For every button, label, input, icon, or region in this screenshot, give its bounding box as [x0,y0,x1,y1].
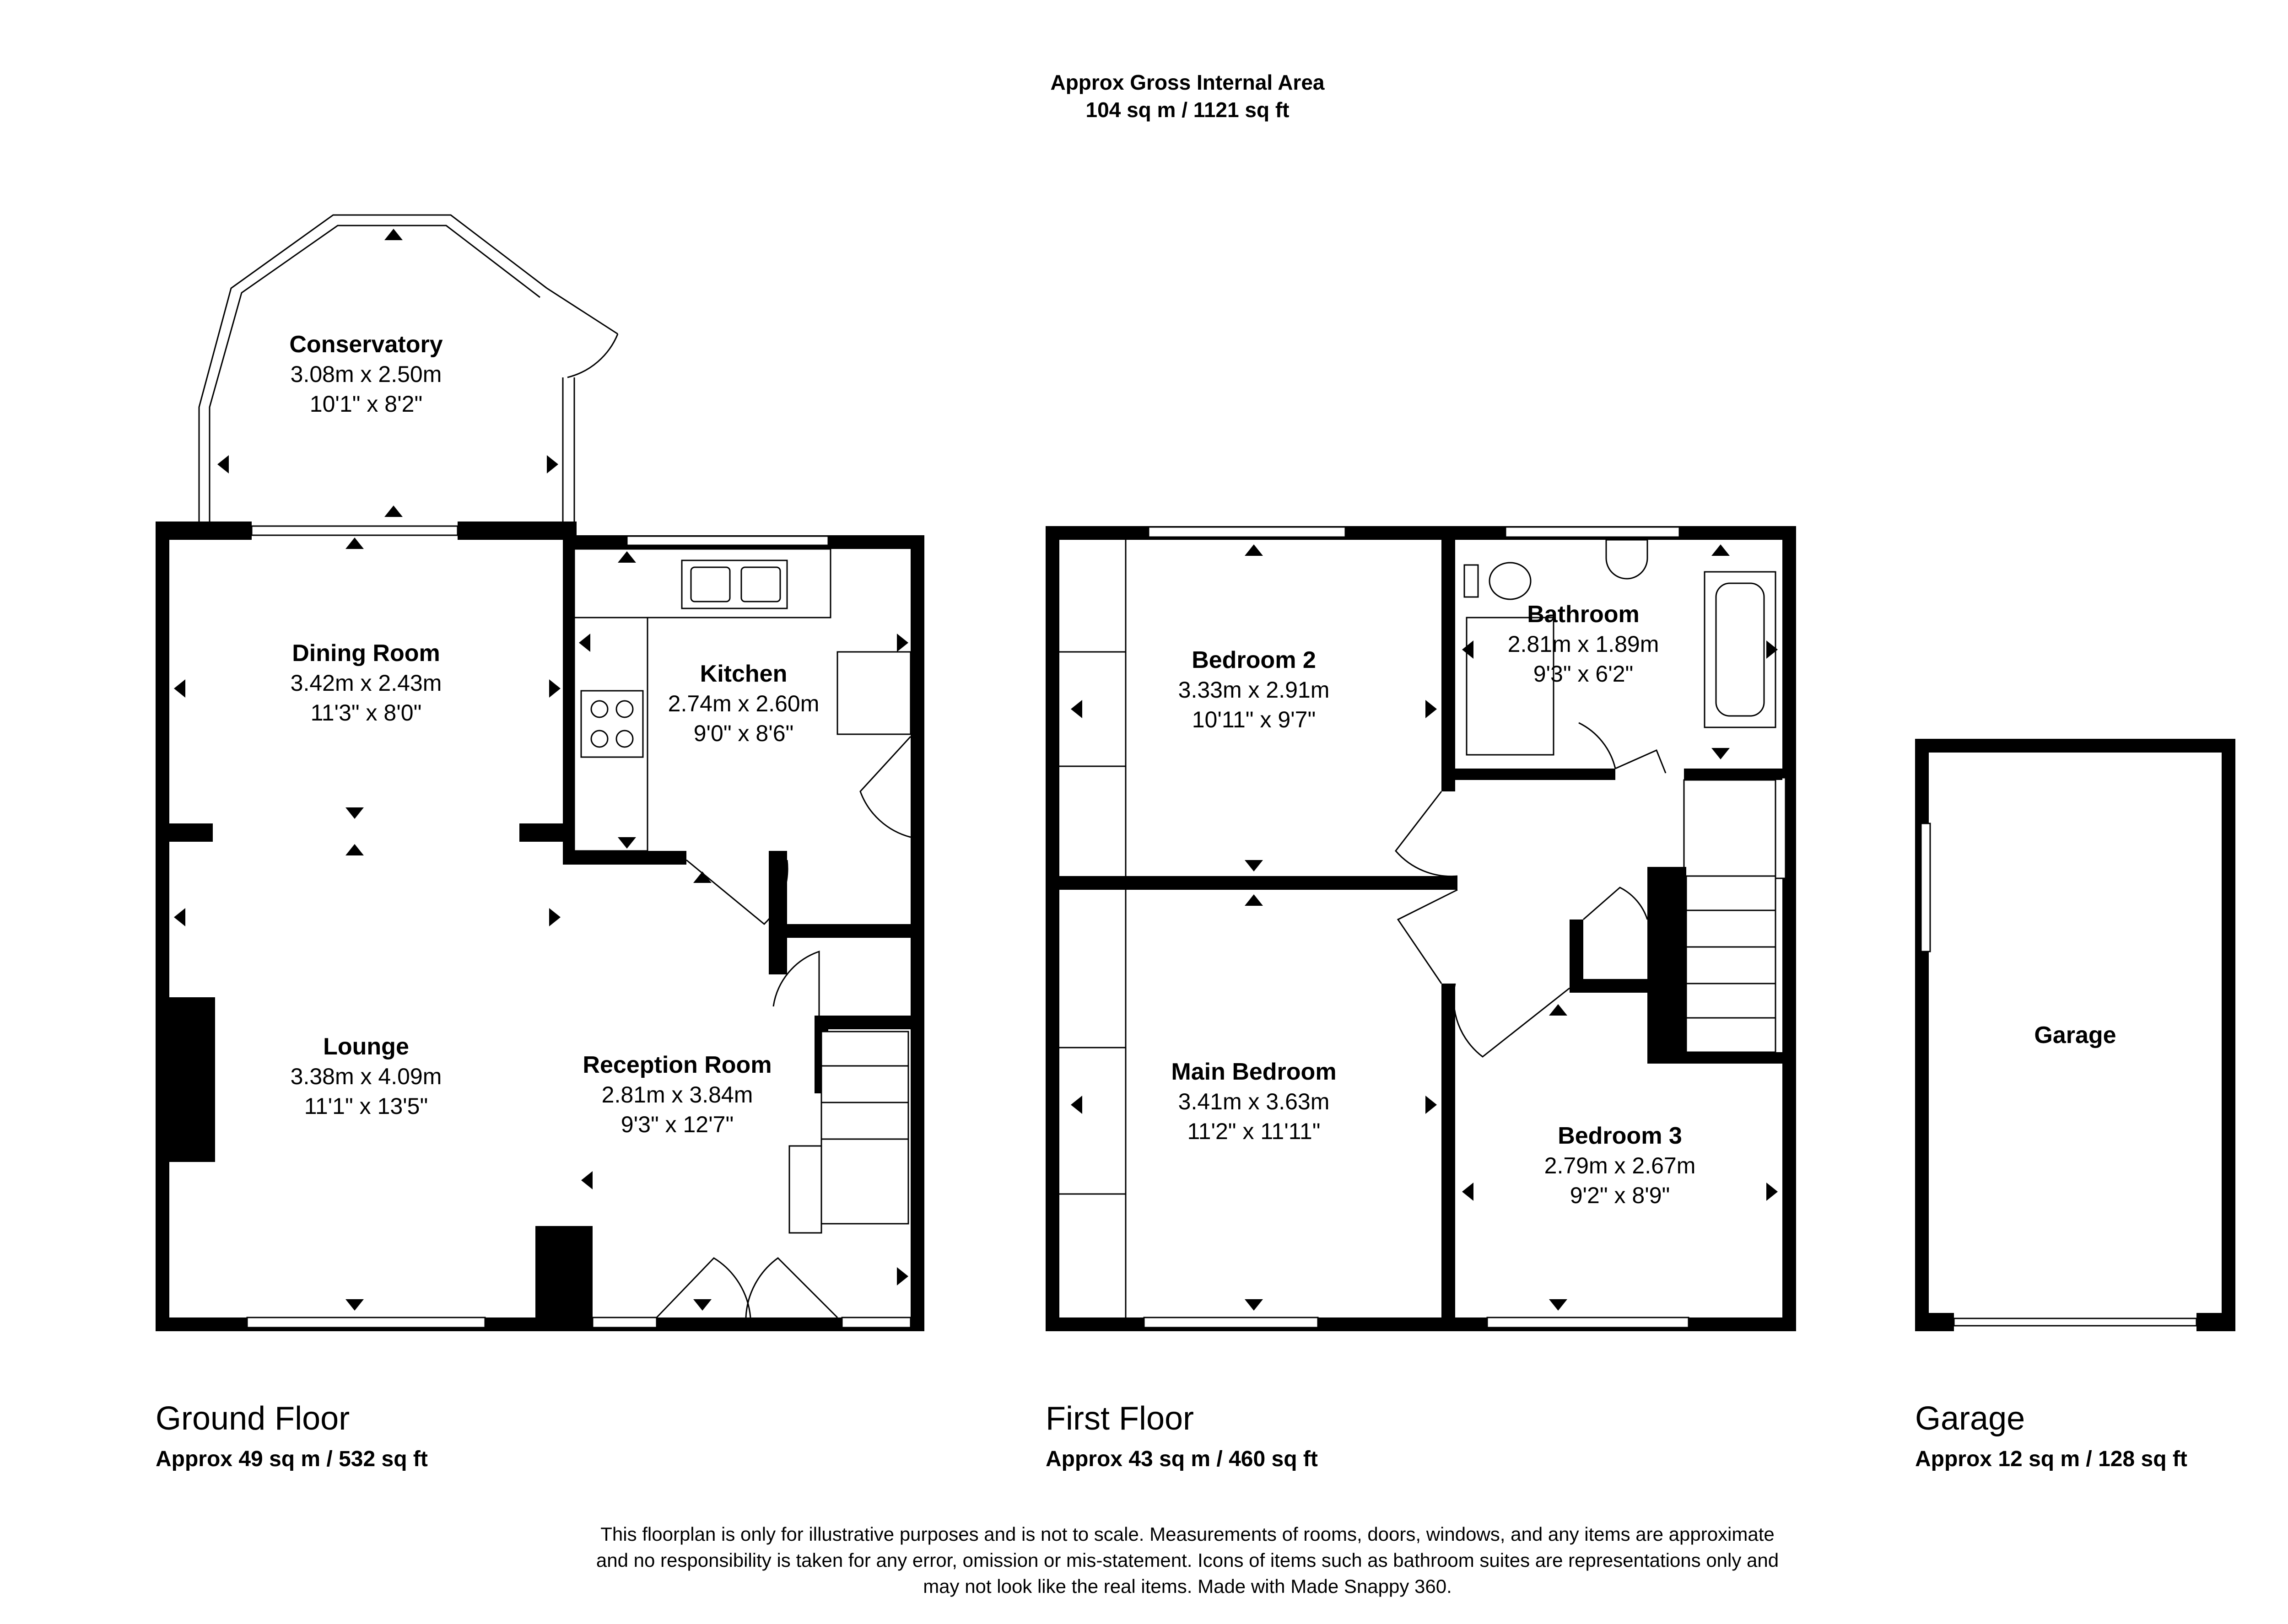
room-dimension-arrows [174,229,1778,1311]
room-imperial: 10'11" x 9'7" [1192,707,1316,732]
ground-floor-plan [156,214,924,1331]
room-metric: 2.81m x 3.84m [602,1082,753,1108]
room-kitchen: Kitchen 2.74m x 2.60m 9'0" x 8'6" [668,661,820,746]
disclaimer-line-2: and no responsibility is taken for any e… [596,1549,1779,1571]
room-name: Lounge [323,1033,409,1060]
room-name: Reception Room [583,1052,772,1078]
room-imperial: 9'0" x 8'6" [694,721,794,746]
gross-area-title: Approx Gross Internal Area [1050,70,1324,94]
room-metric: 2.74m x 2.60m [668,691,820,716]
room-dining: Dining Room 3.42m x 2.43m 11'3" x 8'0" [291,640,442,726]
room-reception: Reception Room 2.81m x 3.84m 9'3" x 12'7… [583,1052,772,1137]
room-metric: 3.38m x 4.09m [291,1064,442,1089]
room-name: Kitchen [700,661,788,687]
room-name: Bedroom 3 [1558,1123,1682,1149]
room-bedroom-3: Bedroom 3 2.79m x 2.67m 9'2" x 8'9" [1544,1123,1696,1208]
ground-west-wall [156,526,169,1331]
first-floor-title: First Floor [1046,1400,1194,1437]
room-imperial: 11'3" x 8'0" [311,700,422,726]
room-name: Conservatory [289,331,442,358]
room-imperial: 11'2" x 11'11" [1187,1119,1321,1144]
room-metric: 2.79m x 2.67m [1544,1153,1696,1178]
ground-floor-area: Approx 49 sq m / 532 sq ft [156,1447,428,1471]
disclaimer-line-3: may not look like the real items. Made w… [923,1576,1452,1597]
disclaimer-line-1: This floorplan is only for illustrative … [600,1523,1775,1545]
conservatory-walls [198,214,619,526]
first-west-wall [1046,526,1059,1331]
garage-area: Approx 12 sq m / 128 sq ft [1915,1447,2187,1471]
gross-area-value: 104 sq m / 1121 sq ft [1086,98,1290,122]
room-lounge: Lounge 3.38m x 4.09m 11'1" x 13'5" [291,1033,442,1119]
room-imperial: 9'2" x 8'9" [1570,1183,1670,1208]
garage-title: Garage [1915,1400,2025,1437]
room-metric: 3.33m x 2.91m [1178,677,1330,703]
ground-floor-title: Ground Floor [156,1400,350,1437]
room-bedroom-2: Bedroom 2 3.33m x 2.91m 10'11" x 9'7" [1178,647,1330,732]
room-metric: 3.41m x 3.63m [1178,1089,1330,1114]
first-floor-area: Approx 43 sq m / 460 sq ft [1046,1447,1318,1471]
room-imperial: 9'3" x 12'7" [621,1112,734,1137]
first-floor-plan [1046,526,1796,1331]
room-main-bedroom: Main Bedroom 3.41m x 3.63m 11'2" x 11'11… [1171,1059,1336,1144]
room-name: Bathroom [1527,601,1640,628]
garage-plan [1915,739,2235,1331]
room-metric: 3.42m x 2.43m [291,670,442,696]
room-garage-name: Garage [2034,1022,2116,1049]
room-name: Dining Room [292,640,440,667]
room-bathroom: Bathroom 2.81m x 1.89m 9'3" x 6'2" [1508,601,1659,687]
room-name: Main Bedroom [1171,1059,1336,1085]
room-imperial: 9'3" x 6'2" [1533,661,1634,687]
room-imperial: 10'1" x 8'2" [310,391,422,417]
room-metric: 2.81m x 1.89m [1508,631,1659,657]
room-imperial: 11'1" x 13'5" [304,1093,428,1119]
room-name: Bedroom 2 [1192,647,1316,673]
room-conservatory: Conservatory 3.08m x 2.50m 10'1" x 8'2" [289,331,442,417]
room-metric: 3.08m x 2.50m [291,361,442,387]
